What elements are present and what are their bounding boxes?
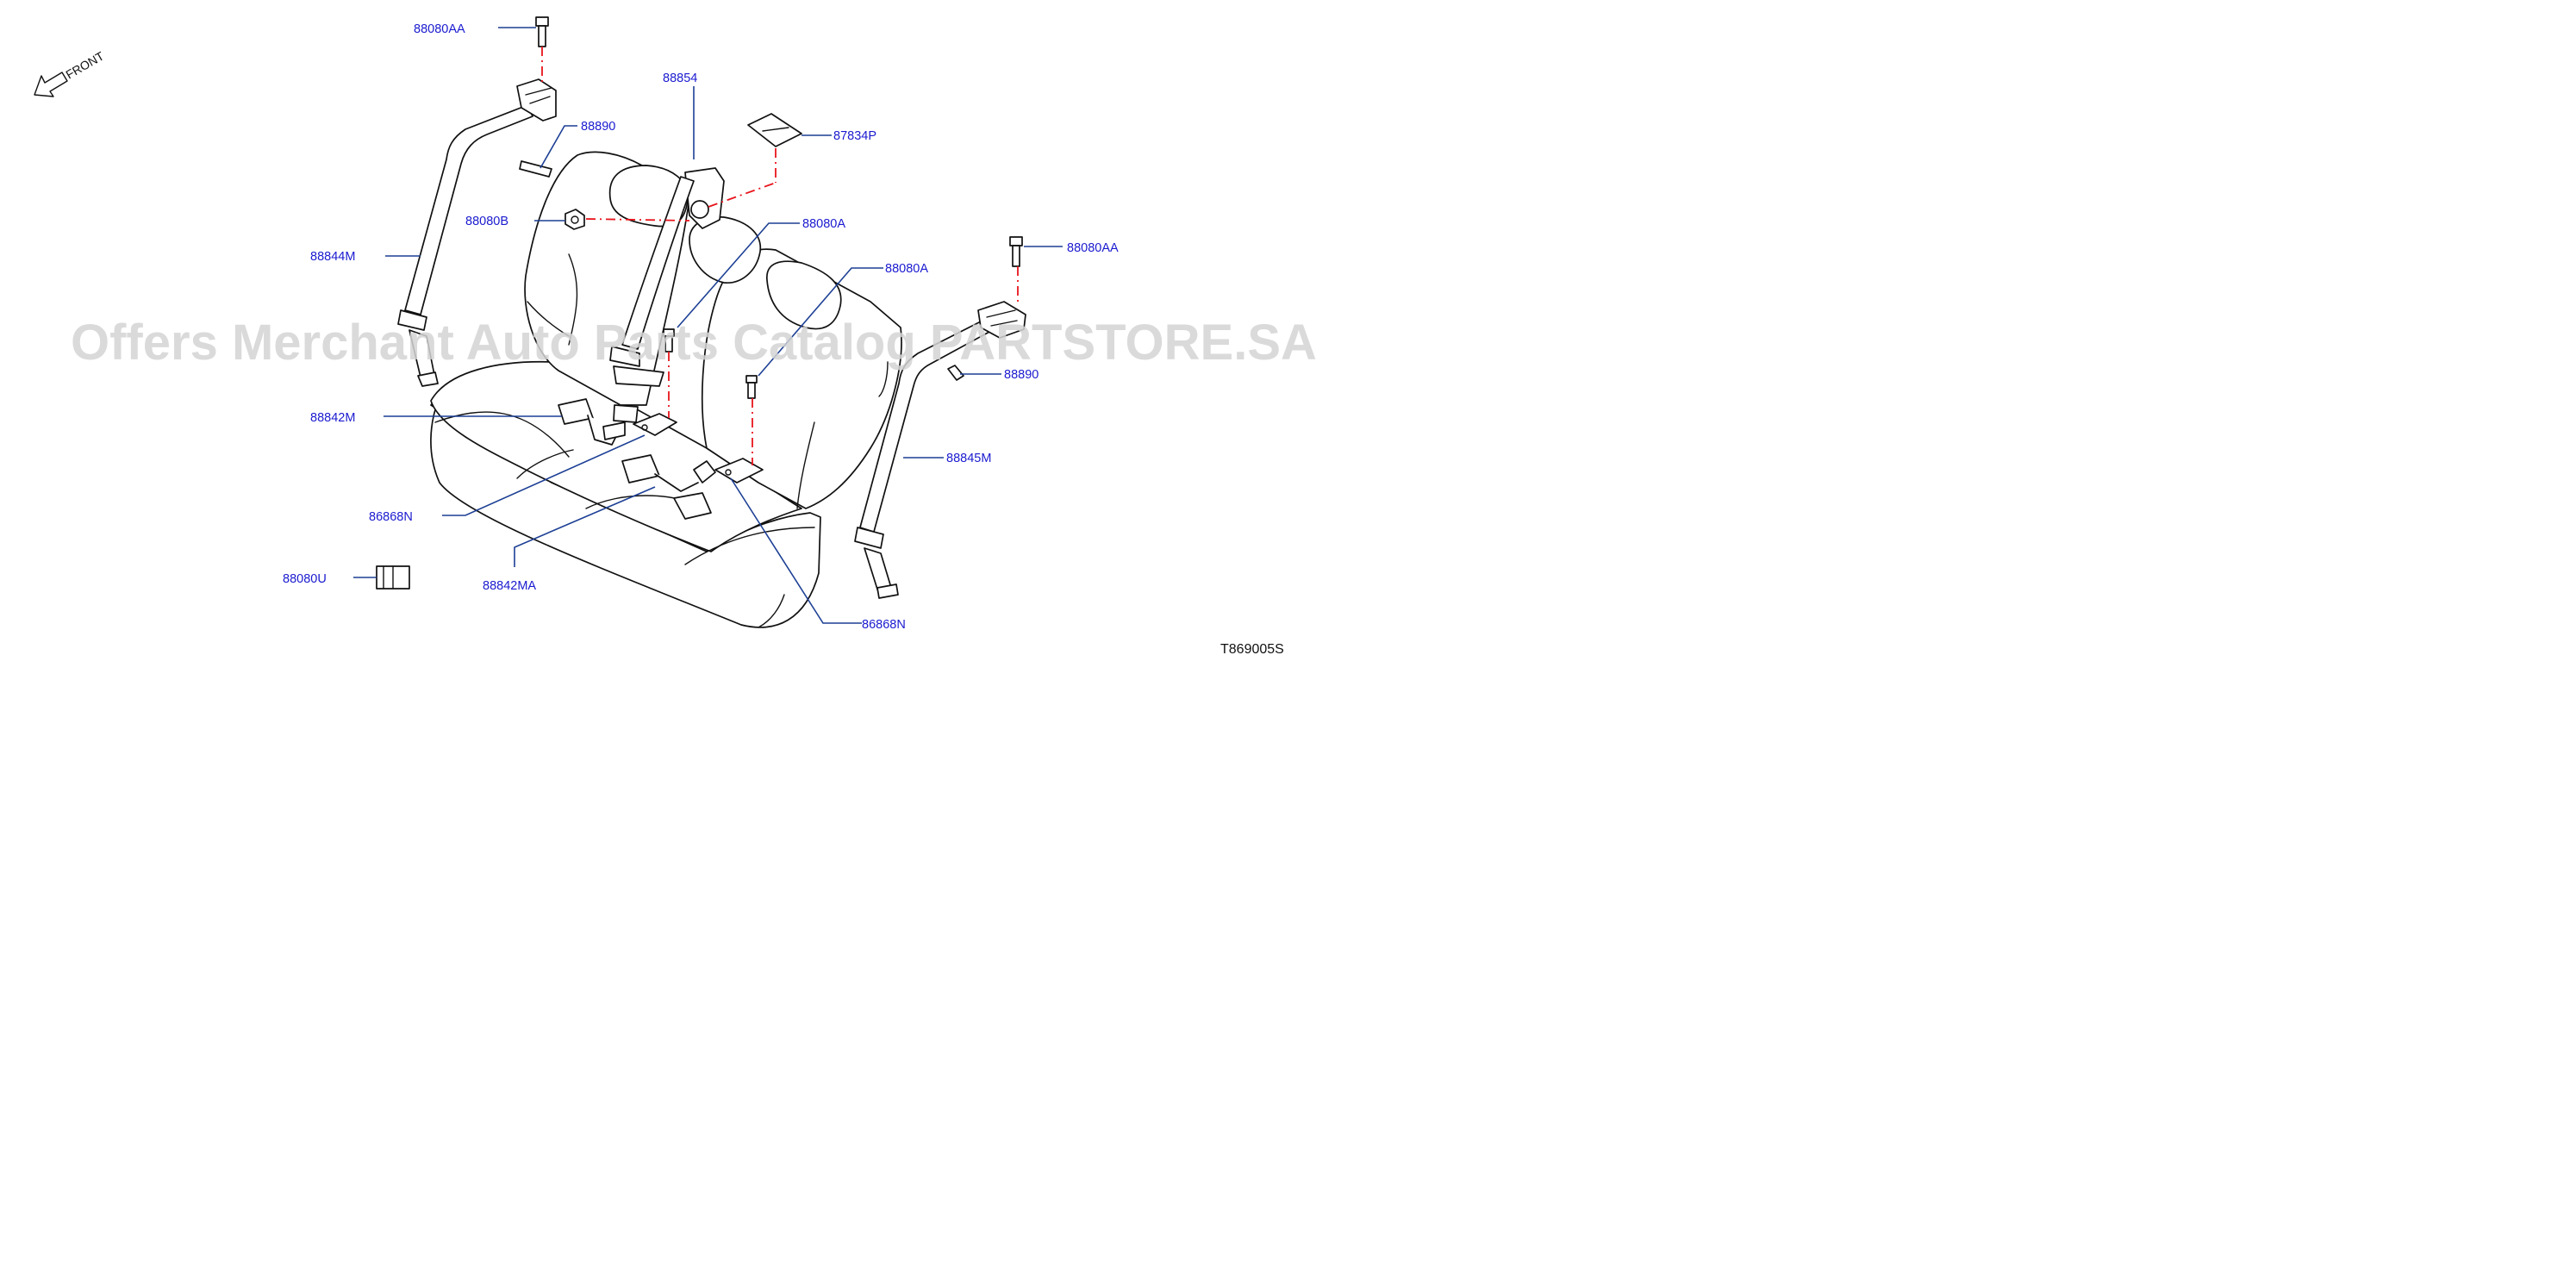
- bolt-88080aa-left: [535, 16, 549, 47]
- buckle-88842ma: [621, 454, 716, 520]
- anchor-bracket-right: [714, 458, 764, 484]
- front-direction-indicator: FRONT: [34, 48, 107, 97]
- label-88845m: 88845M: [946, 452, 991, 465]
- label-86868n-right: 86868N: [862, 618, 906, 632]
- clip-88080u: [376, 565, 410, 590]
- front-arrow-icon: [34, 72, 68, 97]
- seat-belt-parts-diagram: FRONT 88080AA 88890 88844M 88080B 88854 …: [34, 16, 1317, 657]
- nut-88080b: [564, 209, 585, 230]
- label-88080u: 88080U: [283, 572, 327, 586]
- center-retractor: [609, 167, 725, 423]
- part-labels: 88080AA 88890 88844M 88080B 88854 87834P…: [283, 22, 1119, 632]
- assembly-links: [541, 47, 1019, 465]
- stopper-88890-right: [947, 365, 964, 381]
- label-88080b: 88080B: [465, 215, 508, 228]
- label-88890-left: 88890: [581, 120, 615, 134]
- label-88080aa-right: 88080AA: [1067, 241, 1119, 255]
- label-88854: 88854: [663, 72, 697, 85]
- label-88842m: 88842M: [310, 411, 355, 425]
- buckle-88842m: [558, 398, 626, 446]
- front-label: FRONT: [64, 48, 107, 81]
- bolt-88080aa-right: [1009, 236, 1023, 267]
- label-88080a-center: 88080A: [802, 217, 845, 231]
- label-88844m: 88844M: [310, 250, 355, 264]
- watermark-text: Offers Merchant Auto Parts Catalog PARTS…: [71, 315, 1317, 371]
- label-86868n-left: 86868N: [369, 510, 413, 524]
- left-belt-assembly: [397, 78, 557, 387]
- label-88842ma: 88842MA: [483, 579, 536, 593]
- stopper-88890-left: [519, 160, 552, 178]
- seat-cushion: [430, 360, 821, 628]
- headrest-right: [766, 260, 842, 330]
- label-88080a-right: 88080A: [885, 262, 928, 276]
- right-belt-assembly: [854, 301, 1026, 599]
- anchor-bracket-left: [633, 413, 677, 436]
- bolt-88080a-right: [745, 375, 758, 399]
- label-87834p: 87834P: [833, 129, 876, 143]
- label-88080aa-left: 88080AA: [414, 22, 465, 36]
- leader-lines: [353, 27, 1063, 624]
- diagram-code: T869005S: [1220, 642, 1284, 657]
- cover-87834p: [747, 113, 802, 147]
- label-88890-right: 88890: [1004, 368, 1039, 382]
